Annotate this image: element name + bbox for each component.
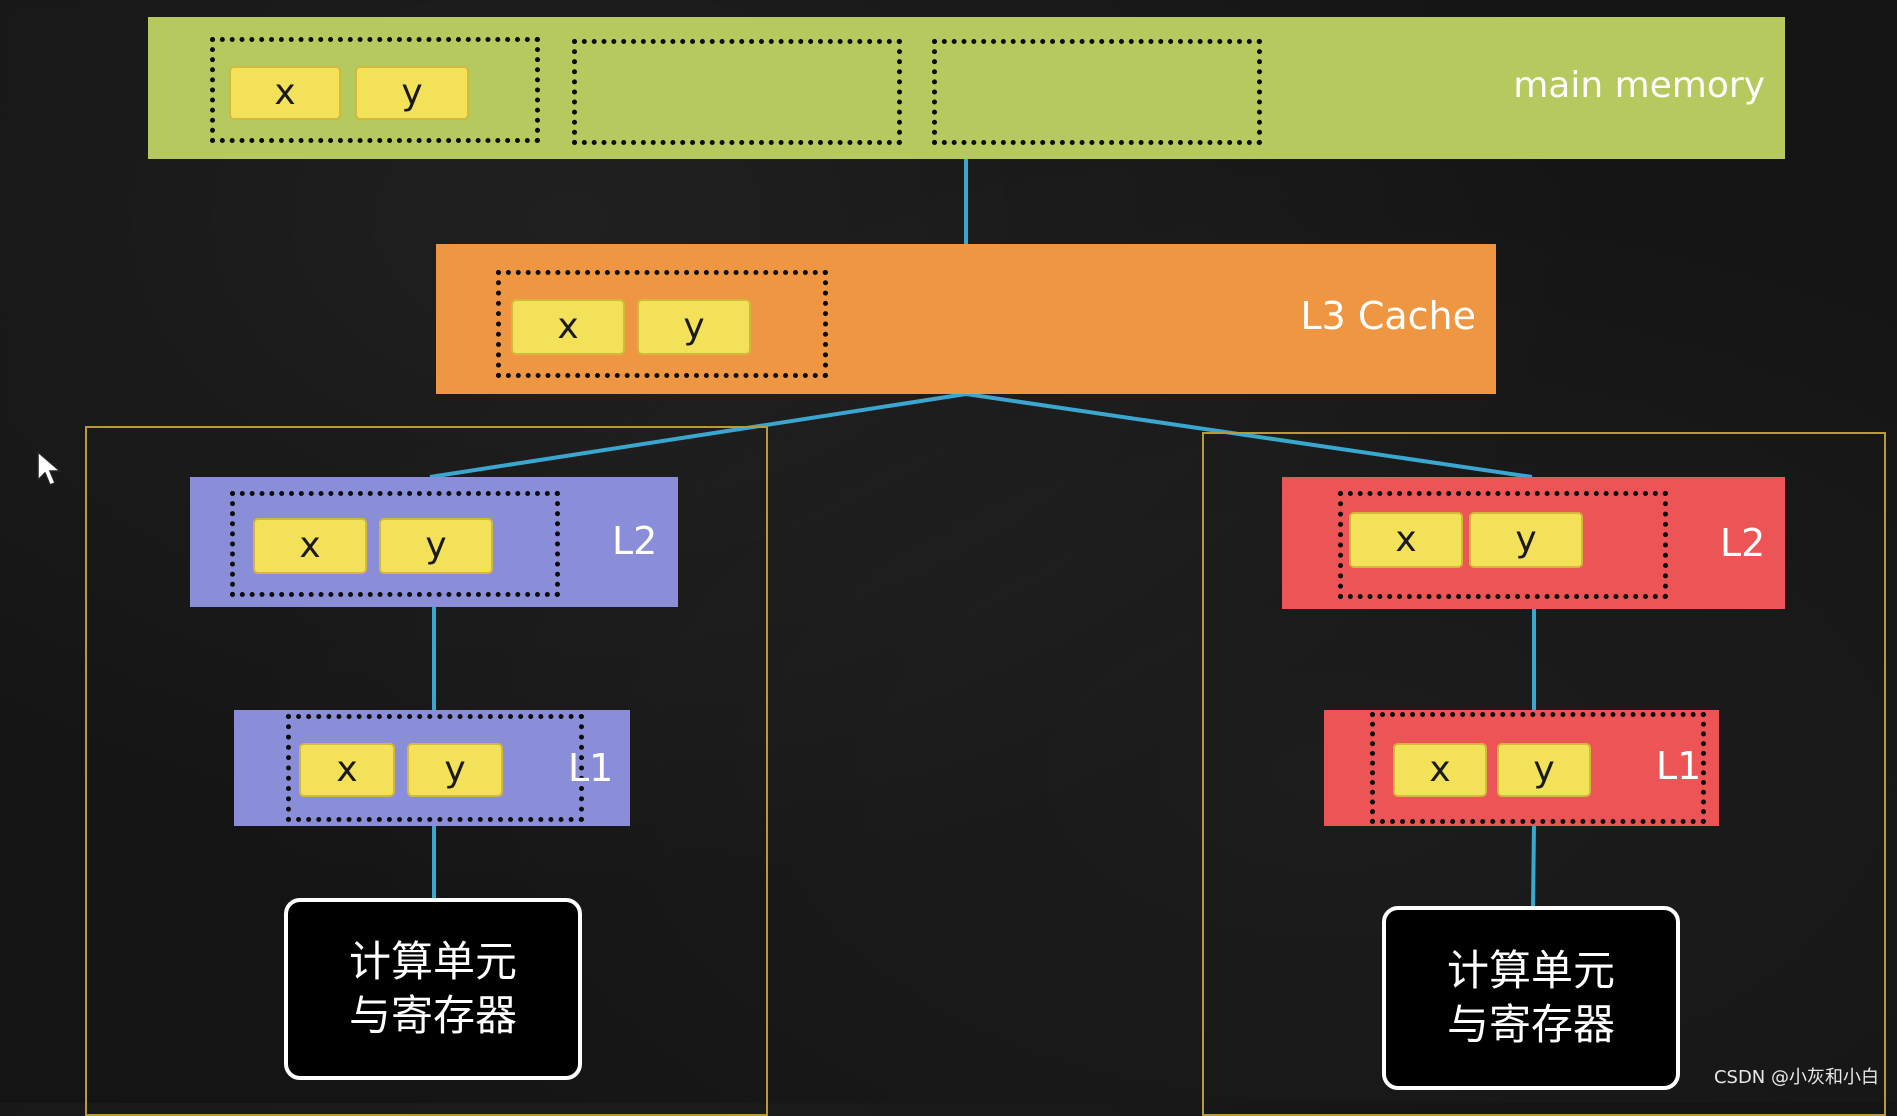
right-compute-unit: 计算单元 与寄存器 xyxy=(1382,906,1680,1090)
main-memory-cache-line-3 xyxy=(932,39,1262,145)
right-l1-unit-connector xyxy=(1531,823,1536,909)
right-l1-value-x: x xyxy=(1393,743,1487,797)
left-l2-value-y: y xyxy=(379,518,493,574)
right-l2-label: L2 xyxy=(1720,521,1766,565)
left-l2-value-x: x xyxy=(253,518,367,574)
right-l1-cache-line: x y xyxy=(1370,712,1706,824)
main-memory-cache-line-1: x y xyxy=(210,37,540,143)
left-l2-cache-bar: x y L2 xyxy=(190,477,678,607)
right-l2-cache-bar: x y L2 xyxy=(1282,477,1785,609)
l3-left-l2-connector xyxy=(429,392,967,479)
l3-right-l2-connector xyxy=(965,392,1533,479)
left-l1-value-x: x xyxy=(299,743,395,797)
right-unit-line1: 计算单元 xyxy=(1446,946,1615,995)
left-unit-line2: 与寄存器 xyxy=(348,991,517,1040)
left-l1-cache-bar: x y L1 xyxy=(234,710,630,826)
left-l1-value-y: y xyxy=(407,743,503,797)
left-l1-cache-line: x y xyxy=(286,714,584,822)
l3-cache-bar: x y L3 Cache xyxy=(436,244,1496,394)
left-compute-unit: 计算单元 与寄存器 xyxy=(284,898,582,1080)
main-memory-label: main memory xyxy=(1513,65,1765,106)
right-unit-line2: 与寄存器 xyxy=(1446,1000,1615,1049)
main-memory-value-x: x xyxy=(229,66,341,120)
right-l1-cache-bar: x y L1 xyxy=(1324,710,1719,826)
right-l1-label: L1 xyxy=(1656,744,1702,788)
main-memory-cache-line-2 xyxy=(572,39,902,145)
left-l2-label: L2 xyxy=(612,519,658,563)
left-unit-line1: 计算单元 xyxy=(348,937,517,986)
left-l2-cache-line: x y xyxy=(230,491,560,597)
right-l1-value-y: y xyxy=(1497,743,1591,797)
right-l2-cache-line: x y xyxy=(1338,491,1668,599)
mouse-pointer-icon xyxy=(37,450,63,486)
watermark: CSDN @小灰和小白 xyxy=(1713,1067,1879,1088)
left-l1-label: L1 xyxy=(568,746,614,790)
main-memory-value-y: y xyxy=(355,66,469,120)
l3-cache-label: L3 Cache xyxy=(1300,294,1476,338)
l3-value-x: x xyxy=(511,299,625,355)
right-l2-value-y: y xyxy=(1469,512,1583,568)
right-l2-value-x: x xyxy=(1349,512,1463,568)
l3-cache-line: x y xyxy=(496,270,828,378)
main-memory-bar: x y main memory xyxy=(148,17,1785,159)
l3-value-y: y xyxy=(637,299,751,355)
